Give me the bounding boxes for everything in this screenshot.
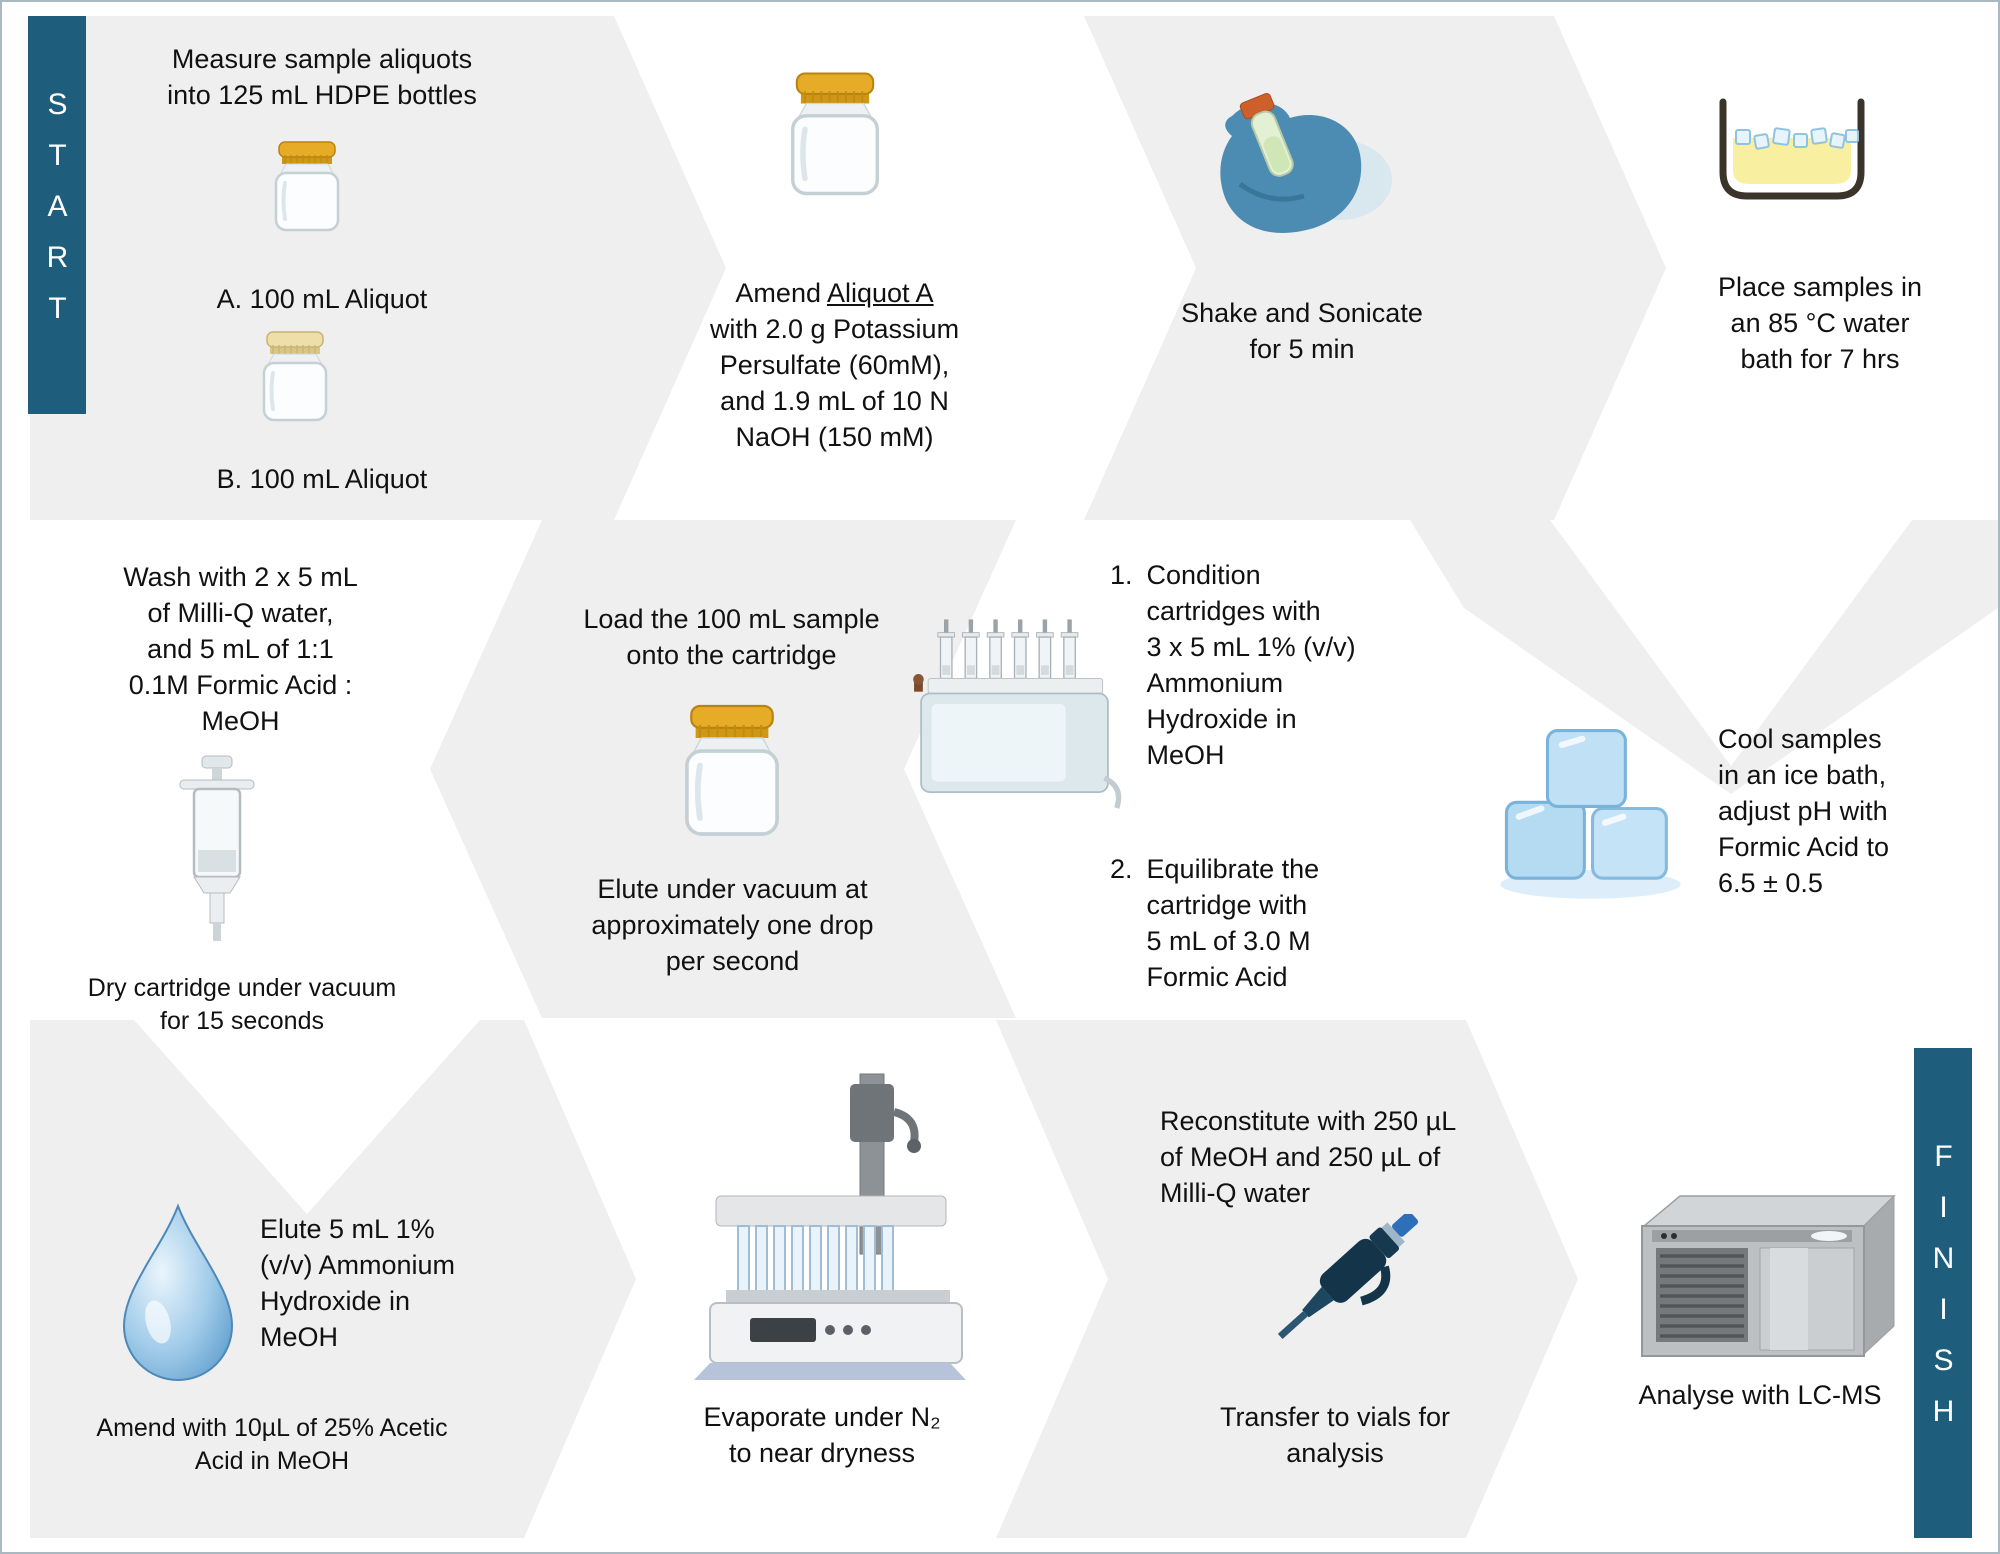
ice-cubes-icon <box>1488 712 1693 907</box>
lcms-instrument-icon <box>1624 1184 1914 1379</box>
wash-text: Wash with 2 x 5 mL of Milli-Q water, and… <box>123 562 358 736</box>
reconstitute-text: Reconstitute with 250 µL of MeOH and 250… <box>1160 1106 1457 1208</box>
shake-text: Shake and Sonicate for 5 min <box>1181 298 1423 364</box>
condition-item-text: Condition cartridges with 3 x 5 mL 1% (v… <box>1146 560 1356 770</box>
amend-underline-text: Aliquot A <box>826 277 934 308</box>
finish-label: FINISH <box>1927 1140 1960 1446</box>
spe-manifold-icon <box>907 604 1122 834</box>
nitrogen-evaporator-icon <box>654 1068 989 1388</box>
analyse-lcms-text: Analyse with LC-MS <box>1638 1380 1882 1410</box>
elute-ammonium-text: Elute 5 mL 1% (v/v) Ammonium Hydroxide i… <box>260 1214 456 1352</box>
water-bath-text: Place samples in an 85 °C water bath for… <box>1717 272 1923 374</box>
elute-vacuum-note: Elute under vacuum at approximately one … <box>591 874 874 976</box>
amend-suffix: with 2.0 g Potassium Persulfate (60mM), … <box>709 313 960 452</box>
measure-title: Measure sample aliquots into 125 mL HDPE… <box>167 44 477 110</box>
equilibrate-item-text: Equilibrate the cartridge with 5 mL of 3… <box>1146 854 1320 992</box>
spe-cartridge-icon <box>152 752 282 957</box>
pipette-icon <box>1224 1214 1459 1414</box>
aliquot-b-label: B. 100 mL Aliquot <box>216 464 428 494</box>
load-sample-text: Load the 100 mL sample onto the cartridg… <box>583 604 880 670</box>
water-drop-icon <box>114 1200 242 1384</box>
start-tab: START <box>28 16 86 414</box>
amend-prefix: Amend <box>735 277 827 308</box>
transfer-vials-note: Transfer to vials for analysis <box>1219 1402 1451 1468</box>
amend-text: Amend Aliquot A with 2.0 g Potassium Per… <box>652 240 1017 455</box>
sample-jar-icon <box>652 700 812 840</box>
dry-cartridge-note: Dry cartridge under vacuum for 15 second… <box>87 974 397 1036</box>
amend-acetic-note: Amend with 10µL of 25% Acetic Acid in Me… <box>96 1414 448 1476</box>
finish-tab: FINISH <box>1914 1048 1972 1538</box>
gloved-hand-vial-icon <box>1162 88 1397 278</box>
start-label: START <box>41 87 74 343</box>
water-bath-icon <box>1707 94 1877 214</box>
sample-jar-icon <box>760 68 910 199</box>
condition-item: 1. Condition cartridges with 3 x 5 mL 1%… <box>1110 558 1410 773</box>
sample-jar-a-icon <box>252 138 362 234</box>
condition-item-number: 1. <box>1110 560 1133 590</box>
sample-jar-b-icon <box>240 328 350 424</box>
cool-samples-text: Cool samples in an ice bath, adjust pH w… <box>1718 724 1890 898</box>
aliquot-a-label: A. 100 mL Aliquot <box>216 284 428 314</box>
equilibrate-item-number: 2. <box>1110 854 1133 884</box>
evaporate-text: Evaporate under N₂ to near dryness <box>703 1402 941 1468</box>
equilibrate-item: 2. Equilibrate the cartridge with 5 mL o… <box>1110 852 1410 996</box>
